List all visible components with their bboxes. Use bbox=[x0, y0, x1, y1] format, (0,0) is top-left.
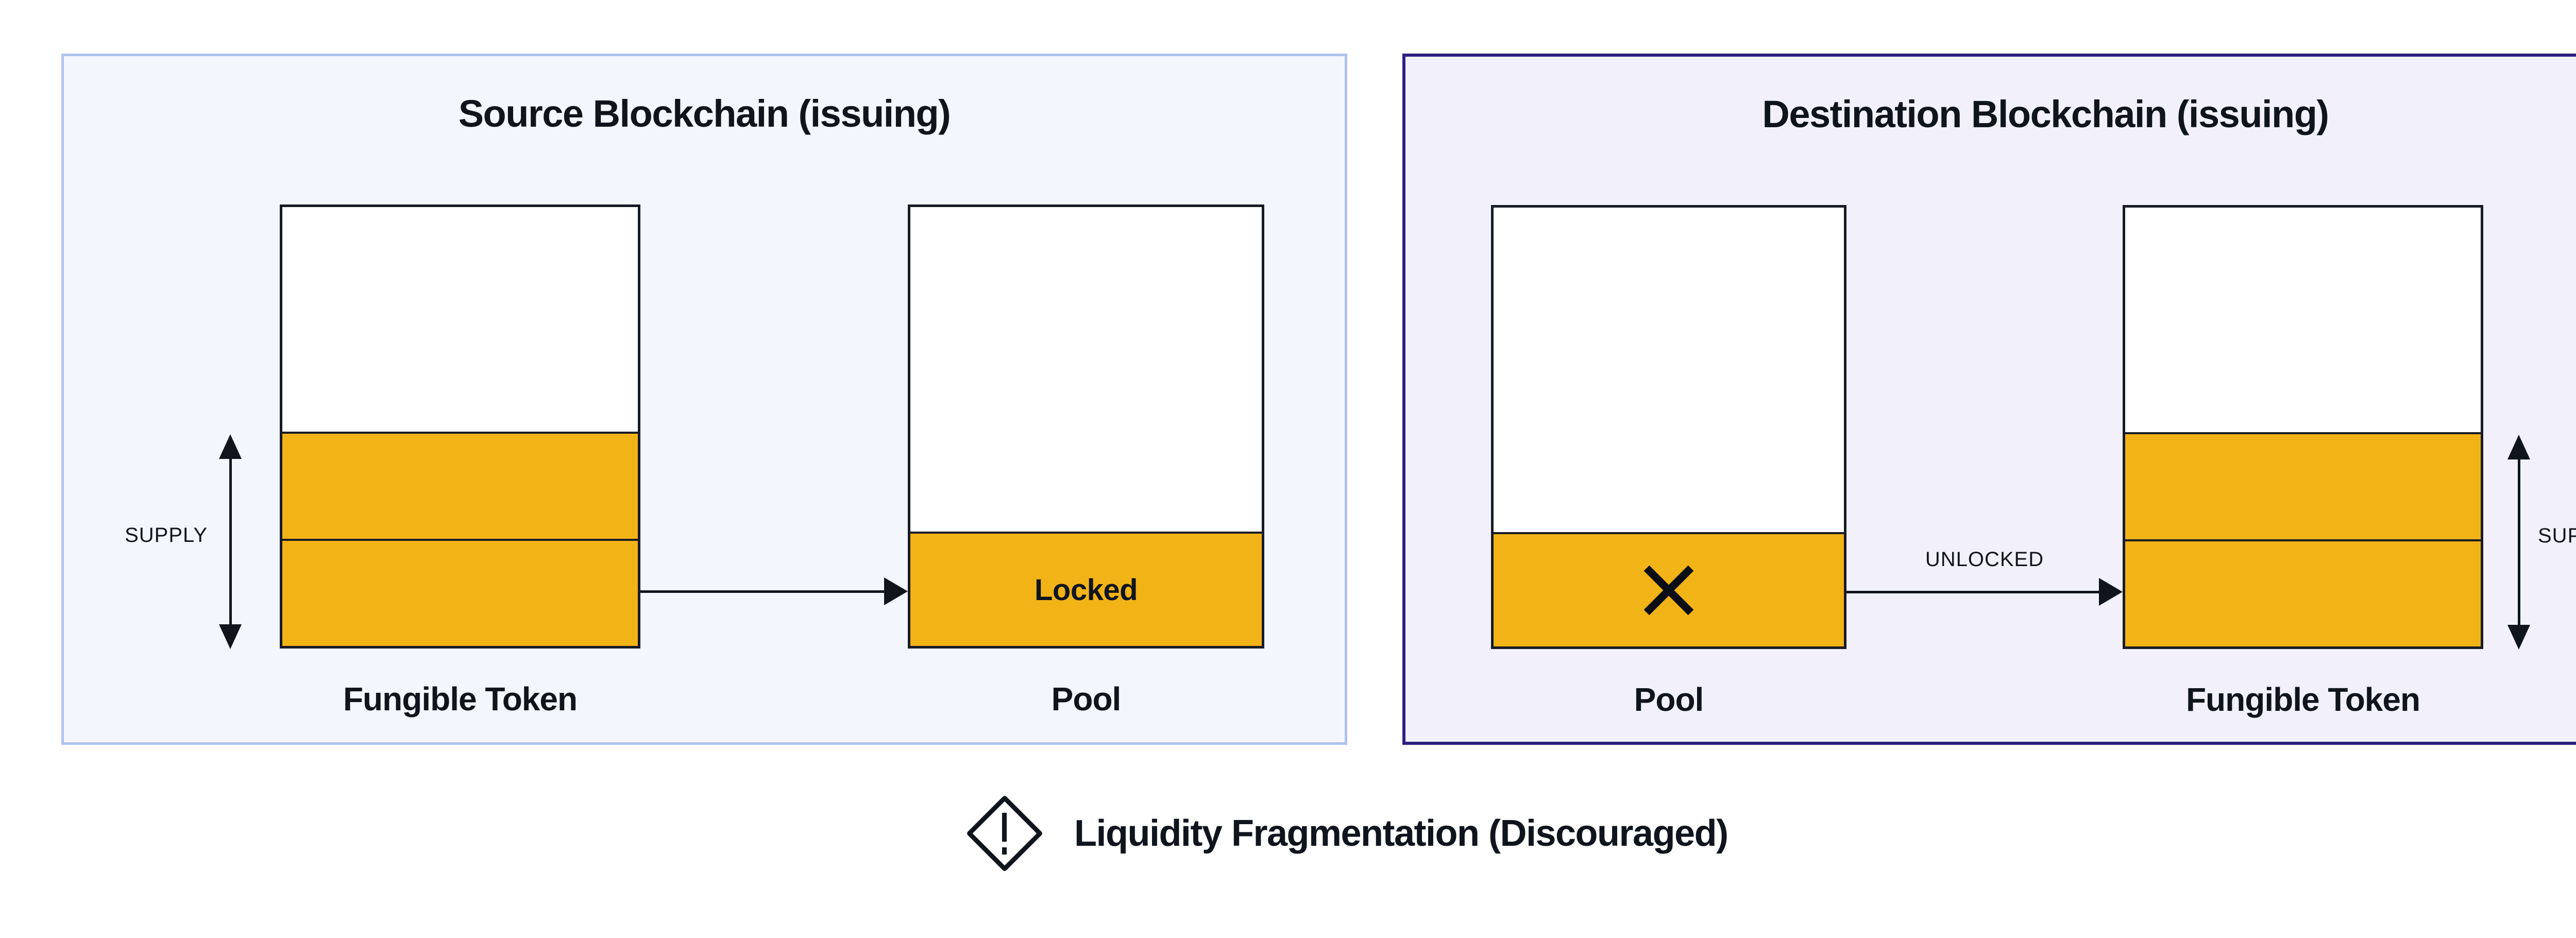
arrow-right-head bbox=[884, 577, 908, 605]
destination-supply-label: SUPPLY bbox=[2538, 524, 2576, 547]
destination-panel-title: Destination Blockchain (issuing) bbox=[1762, 93, 2329, 135]
arrow-shaft bbox=[640, 590, 886, 593]
source-pool-bar: Locked bbox=[908, 204, 1264, 649]
fungible-supply-lower-segment bbox=[2125, 539, 2481, 646]
pool-empty-segment bbox=[1494, 208, 1844, 532]
source-fungible-token-label: Fungible Token bbox=[343, 680, 578, 718]
destination-pool-label: Pool bbox=[1634, 681, 1704, 718]
pool-locked-segment: Locked bbox=[910, 532, 1262, 646]
panel-source-blockchain: Source Blockchain (issuing) Fungible Tok… bbox=[61, 54, 1347, 745]
fungible-empty-segment bbox=[2125, 208, 2481, 432]
source-fungible-token-bar bbox=[280, 204, 640, 649]
x-mark-icon bbox=[1643, 565, 1694, 616]
fungible-supply-upper-segment bbox=[2125, 432, 2481, 540]
fungible-supply-upper-segment bbox=[282, 432, 638, 539]
lock-transfer-arrow-icon bbox=[640, 577, 908, 606]
supply-range-arrow-icon bbox=[219, 434, 242, 649]
supply-range-arrow-icon bbox=[2507, 435, 2530, 650]
fungible-supply-lower-segment bbox=[282, 539, 638, 646]
pool-unlocked-segment bbox=[1494, 532, 1844, 646]
unlock-transfer-arrow-icon bbox=[1846, 577, 2123, 606]
arrow-shaft bbox=[229, 454, 232, 629]
destination-pool-bar bbox=[1491, 205, 1846, 649]
source-supply-label: SUPPLY bbox=[125, 524, 208, 547]
source-pool-label: Pool bbox=[1051, 680, 1122, 718]
destination-fungible-token-label: Fungible Token bbox=[2185, 681, 2420, 718]
arrow-right-head bbox=[2099, 578, 2123, 606]
arrow-down-head bbox=[219, 624, 242, 649]
unlocked-label: UNLOCKED bbox=[1925, 548, 2044, 571]
warning-exclamation-bar bbox=[1002, 813, 1007, 842]
caption-text: Liquidity Fragmentation (Discouraged) bbox=[1074, 813, 1728, 854]
destination-fungible-token-bar bbox=[2123, 205, 2483, 649]
locked-label: Locked bbox=[1034, 573, 1138, 607]
fungible-empty-segment bbox=[282, 207, 638, 432]
panel-destination-blockchain: Destination Blockchain (issuing) Pool UN… bbox=[1402, 54, 2576, 745]
arrow-shaft bbox=[1846, 590, 2101, 593]
arrow-shaft bbox=[2517, 454, 2520, 630]
arrow-down-head bbox=[2507, 625, 2530, 650]
pool-empty-segment bbox=[910, 207, 1262, 532]
warning-exclamation-dot bbox=[1002, 847, 1007, 855]
source-panel-title: Source Blockchain (issuing) bbox=[458, 92, 951, 135]
